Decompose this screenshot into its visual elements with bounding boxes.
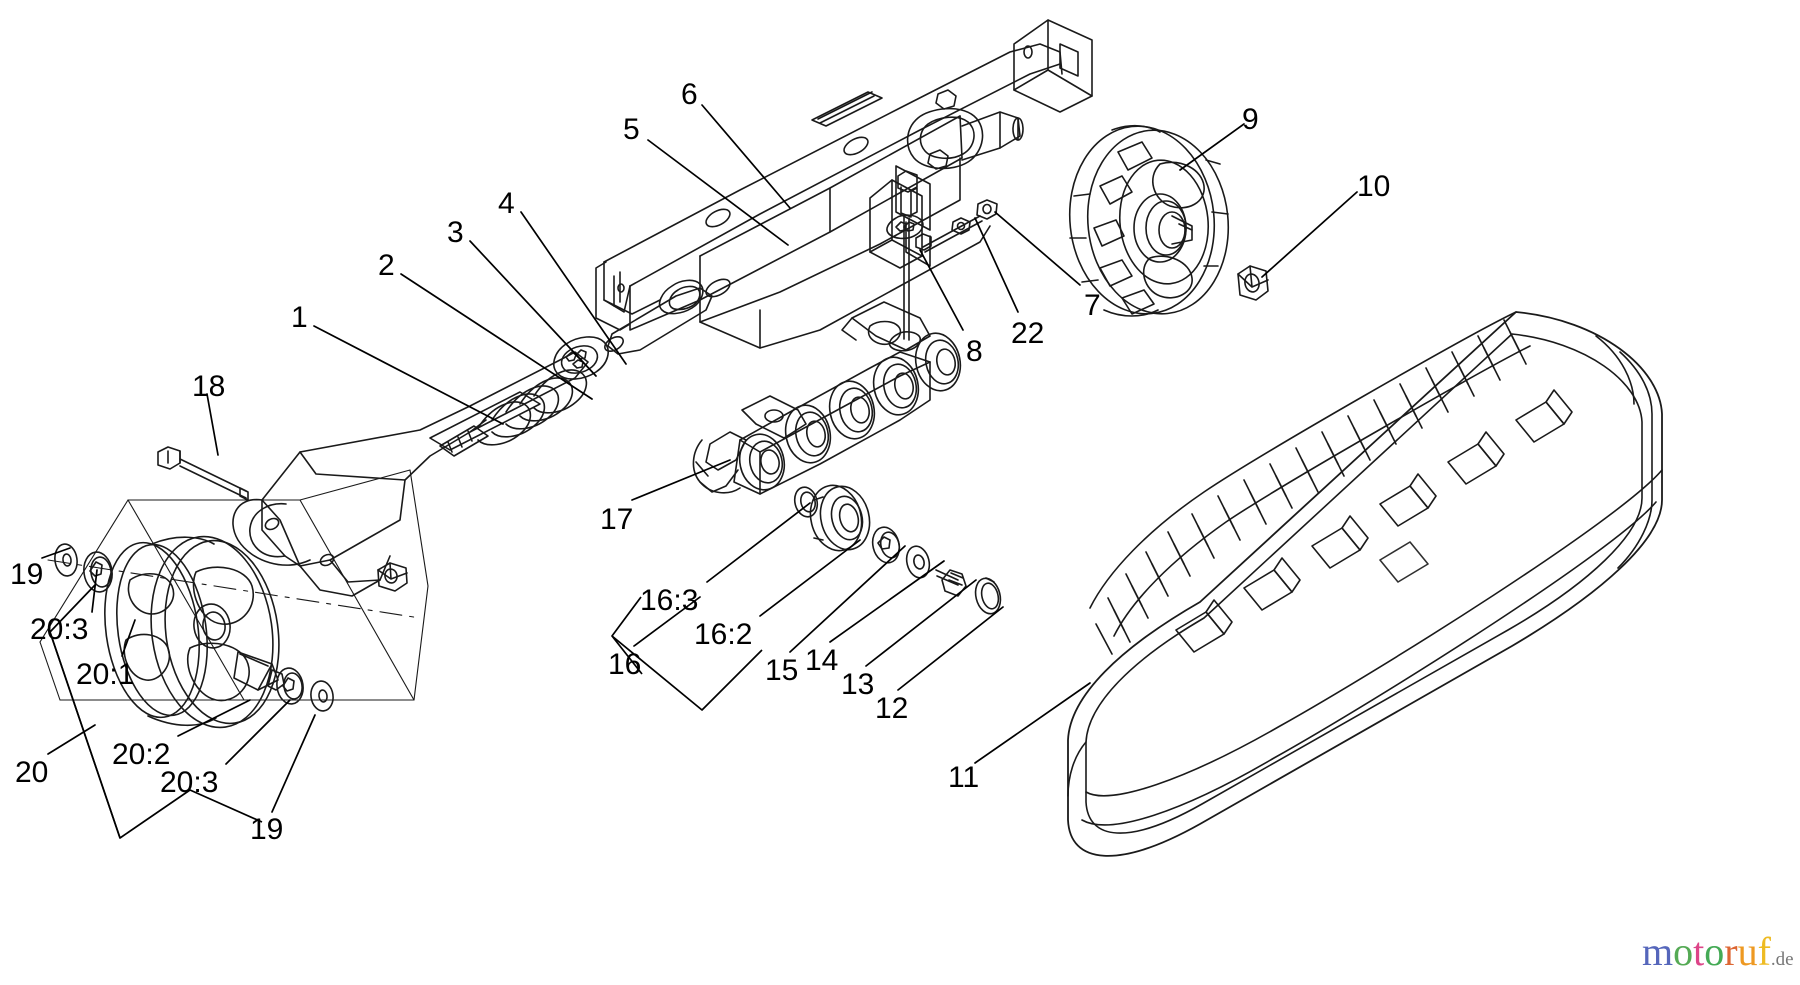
leader-20 <box>47 724 96 755</box>
leader-6 <box>701 104 791 209</box>
leader-10 <box>1261 191 1358 278</box>
part-drive-sprocket <box>1068 124 1230 317</box>
part-frame-rail <box>595 19 1093 349</box>
part-rubber-track <box>1067 311 1663 857</box>
callout-7: 7 <box>1084 289 1101 322</box>
watermark-suffix: .de <box>1770 949 1794 970</box>
part-idler-wheel-assembly <box>39 469 429 729</box>
callout-10: 10 <box>1357 170 1391 203</box>
leader-16 <box>633 596 701 647</box>
leader-1 <box>313 325 504 425</box>
callout-19: 19 <box>10 558 44 591</box>
leader-16:2 <box>759 539 861 617</box>
callout-15: 15 <box>765 654 799 687</box>
leader-19 <box>41 547 71 559</box>
callout-22: 22 <box>1011 317 1045 350</box>
part-bushing <box>553 336 609 380</box>
watermark-letter-u-5: u <box>1737 929 1758 974</box>
callout-20:3a: 20:3 <box>30 613 89 646</box>
leader-4 <box>520 211 627 365</box>
watermark-letters: motoruf <box>1642 932 1771 972</box>
leader-20:1 <box>121 619 136 657</box>
callout-11: 11 <box>948 761 980 794</box>
callout-20:3b: 20:3 <box>160 766 219 799</box>
leader-19b <box>271 714 316 813</box>
part-spring <box>439 369 588 457</box>
callout-19b: 19 <box>250 813 284 846</box>
callout-9: 9 <box>1242 103 1259 136</box>
leader-11 <box>974 682 1091 764</box>
callout-1: 1 <box>291 301 308 334</box>
part-bearing-group <box>793 484 1002 615</box>
callout-14: 14 <box>805 644 839 677</box>
leader-9 <box>1179 123 1245 171</box>
leader-17 <box>631 459 731 501</box>
callout-leader-lines <box>41 104 1358 813</box>
leader-2 <box>400 273 593 400</box>
callout-13: 13 <box>841 668 875 701</box>
leader-13 <box>865 579 977 667</box>
watermark-letter-t-2: t <box>1693 929 1705 974</box>
part-flange-nut <box>377 562 408 592</box>
part-small-fasteners <box>915 199 998 253</box>
watermark-letter-r-4: r <box>1724 929 1738 974</box>
callout-20:1: 20:1 <box>76 658 135 691</box>
part-lock-nut <box>1237 265 1269 301</box>
callout-16:2: 16:2 <box>694 618 753 651</box>
callout-20:2: 20:2 <box>112 738 171 771</box>
leader-20:2 <box>177 699 251 737</box>
leader-16:3 <box>706 502 811 583</box>
leader-18 <box>206 393 219 456</box>
part-long-bolt <box>157 446 249 501</box>
leader-8 <box>919 249 964 331</box>
callout-20: 20 <box>15 756 49 789</box>
leader-20:3b <box>225 699 291 765</box>
leader-12 <box>897 606 1004 691</box>
callout-17: 17 <box>600 503 634 536</box>
part-rod <box>604 279 713 355</box>
motoruf-watermark: motoruf.de <box>1642 932 1794 972</box>
watermark-letter-f-6: f <box>1757 929 1771 974</box>
callout-group-brackets <box>49 584 763 839</box>
callout-12: 12 <box>875 692 909 725</box>
callout-6: 6 <box>681 78 698 111</box>
callout-4: 4 <box>498 187 515 220</box>
leader-5 <box>647 139 789 246</box>
leader-7 <box>994 211 1081 286</box>
callout-16: 16 <box>608 648 642 681</box>
callout-3: 3 <box>447 216 464 249</box>
part-roller-carrier <box>692 301 962 495</box>
watermark-letter-o-3: o <box>1704 929 1725 974</box>
leader-14 <box>829 560 945 643</box>
leader-15 <box>789 545 906 653</box>
callout-5: 5 <box>623 113 640 146</box>
leader-20:3a <box>91 569 98 613</box>
leader-22 <box>974 217 1019 313</box>
callout-2: 2 <box>378 249 395 282</box>
watermark-letter-m-0: m <box>1642 929 1674 974</box>
leader-3 <box>469 240 597 377</box>
callout-16:3: 16:3 <box>640 584 699 617</box>
watermark-letter-o-1: o <box>1673 929 1694 974</box>
part-tensioner-arm <box>232 351 589 597</box>
callout-8: 8 <box>966 335 983 368</box>
callout-18: 18 <box>192 370 226 403</box>
